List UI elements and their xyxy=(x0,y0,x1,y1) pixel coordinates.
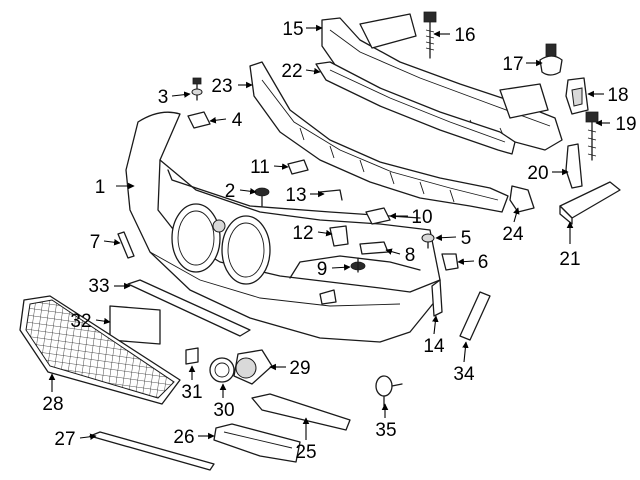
callout-3: 3 xyxy=(158,87,169,108)
part-7-reflector xyxy=(117,231,135,259)
callout-22: 22 xyxy=(281,61,302,82)
part-31-bracket xyxy=(185,347,199,365)
callout-21: 21 xyxy=(559,249,580,270)
part-23-energy-absorber xyxy=(249,61,509,213)
callout-31: 31 xyxy=(181,382,202,403)
callout-25: 25 xyxy=(295,442,316,463)
part-12-bracket xyxy=(329,225,349,247)
callout-16: 16 xyxy=(454,25,475,46)
part-9-screw xyxy=(350,257,366,273)
callout-14: 14 xyxy=(423,336,445,357)
part-26-air-duct xyxy=(213,423,301,463)
part-24-bracket xyxy=(509,185,535,213)
part-18-mount xyxy=(565,77,589,115)
callout-27: 27 xyxy=(54,429,75,450)
callout-30: 30 xyxy=(213,400,234,421)
part-25-bracket xyxy=(251,393,351,431)
part-19-bolt xyxy=(585,111,599,161)
part-4-nut xyxy=(187,111,211,129)
callout-20: 20 xyxy=(527,163,548,184)
callout-24: 24 xyxy=(502,224,524,245)
callout-28: 28 xyxy=(42,394,63,415)
part-16-bolt xyxy=(423,11,437,59)
callout-8: 8 xyxy=(405,245,416,266)
callout-13: 13 xyxy=(285,185,306,206)
callout-33: 33 xyxy=(88,276,109,297)
part-29-sensor xyxy=(233,349,273,385)
part-11-cap xyxy=(287,159,309,175)
callout-12: 12 xyxy=(292,223,313,244)
part-14-bracket xyxy=(431,279,443,317)
part-30-sensor-ring xyxy=(209,357,235,383)
callout-18: 18 xyxy=(607,85,628,106)
part-20-bracket xyxy=(565,143,583,189)
part-13-clip xyxy=(319,189,343,201)
callout-15: 15 xyxy=(282,19,303,40)
part-2-screw xyxy=(254,187,270,207)
callout-5: 5 xyxy=(461,228,472,249)
callout-17: 17 xyxy=(502,54,523,75)
callout-leaders xyxy=(48,24,610,441)
callout-29: 29 xyxy=(289,358,310,379)
callout-34: 34 xyxy=(453,364,475,385)
callout-11: 11 xyxy=(250,157,270,178)
part-17-clip xyxy=(539,43,563,76)
part-15-bumper-carrier xyxy=(321,13,563,151)
part-28-grille xyxy=(19,295,181,405)
part-27-trim-strip xyxy=(89,431,215,471)
callout-labels: 1 2 3 4 5 6 7 8 9 10 11 12 13 14 15 16 1… xyxy=(42,19,636,463)
part-10-bracket xyxy=(365,207,391,225)
part-3-clip xyxy=(191,77,203,101)
callout-23: 23 xyxy=(211,76,232,97)
callout-7: 7 xyxy=(90,232,101,253)
callout-4: 4 xyxy=(232,110,243,131)
callout-19: 19 xyxy=(615,114,636,135)
callout-9: 9 xyxy=(317,259,328,280)
part-33-molding xyxy=(127,279,251,337)
callout-2: 2 xyxy=(225,181,236,202)
callout-10: 10 xyxy=(411,207,432,228)
part-22-impact-absorber xyxy=(315,61,516,155)
part-35-sensor xyxy=(375,375,403,407)
callout-1: 1 xyxy=(95,177,106,198)
part-8-bracket xyxy=(359,241,389,255)
callout-6: 6 xyxy=(478,252,489,273)
callout-35: 35 xyxy=(375,420,396,441)
callout-32: 32 xyxy=(70,311,91,332)
part-6-plug xyxy=(441,253,459,271)
part-34-trim xyxy=(459,291,491,341)
part-21-side-bracket xyxy=(559,181,621,225)
part-32-plate xyxy=(109,305,161,345)
part-5-rivet xyxy=(421,233,435,249)
part-1-bumper-cover xyxy=(125,111,441,343)
callout-26: 26 xyxy=(173,427,194,448)
